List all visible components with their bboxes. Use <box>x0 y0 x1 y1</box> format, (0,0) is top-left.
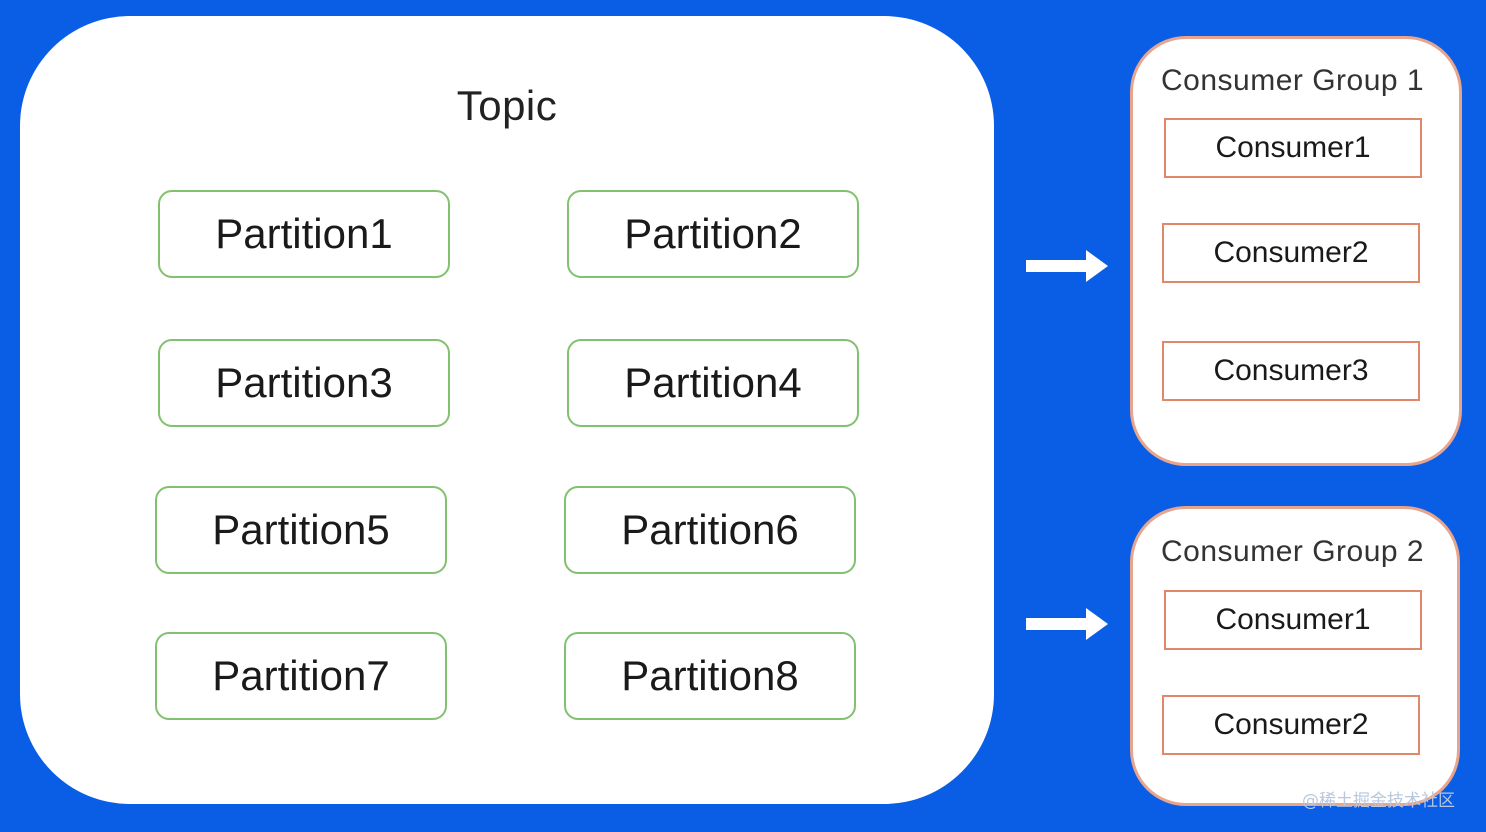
group-2-consumer-1: Consumer1 <box>1164 590 1422 650</box>
partition-2: Partition2 <box>567 190 859 278</box>
arrow-right-icon <box>1026 250 1108 282</box>
group-1-consumer-2: Consumer2 <box>1162 223 1420 283</box>
group-1-consumer-1: Consumer1 <box>1164 118 1422 178</box>
partition-7: Partition7 <box>155 632 447 720</box>
consumer-group-2-title: Consumer Group 2 <box>1161 535 1425 568</box>
consumer-group-1-title: Consumer Group 1 <box>1161 64 1425 97</box>
consumer-group-2-box <box>1130 506 1460 806</box>
group-1-consumer-3: Consumer3 <box>1162 341 1420 401</box>
partition-6: Partition6 <box>564 486 856 574</box>
partition-5: Partition5 <box>155 486 447 574</box>
group-2-consumer-2: Consumer2 <box>1162 695 1420 755</box>
partition-4: Partition4 <box>567 339 859 427</box>
arrow-right-icon <box>1026 608 1108 640</box>
watermark: @稀土掘金技术社区 <box>1302 791 1455 811</box>
topic-title: Topic <box>456 82 558 129</box>
partition-8: Partition8 <box>564 632 856 720</box>
partition-3: Partition3 <box>158 339 450 427</box>
partition-1: Partition1 <box>158 190 450 278</box>
